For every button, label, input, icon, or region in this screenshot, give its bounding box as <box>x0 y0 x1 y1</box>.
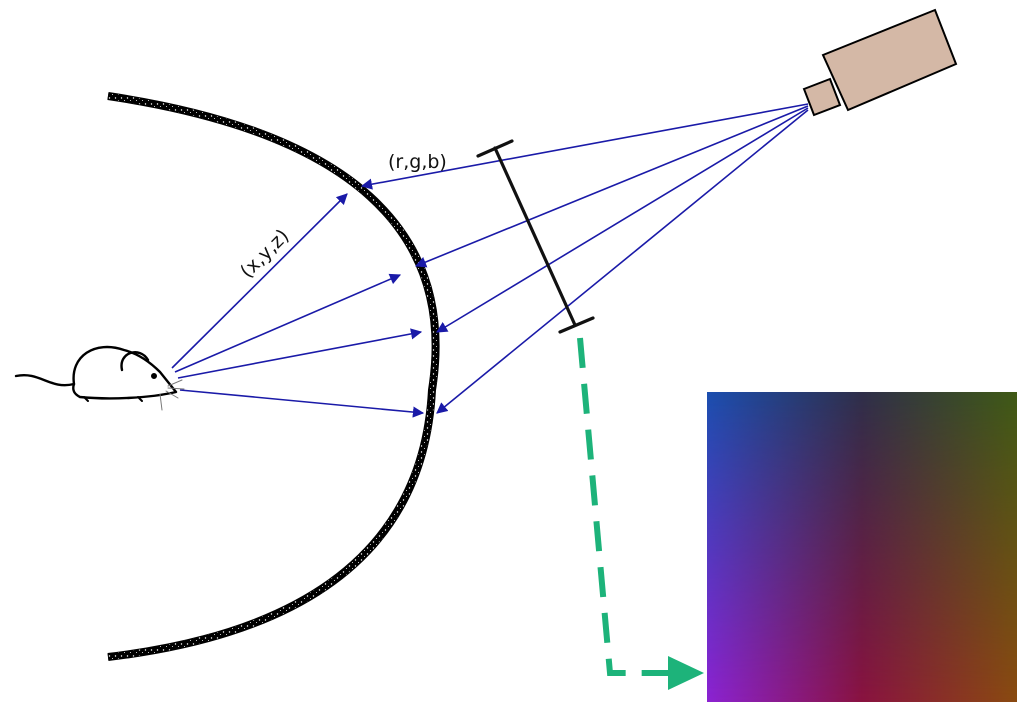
ray-camera-3 <box>436 107 809 333</box>
ray-camera-2 <box>414 105 809 268</box>
camera-rays <box>360 103 809 414</box>
ray-mouse-1 <box>171 193 348 369</box>
camera-icon <box>802 8 958 117</box>
dome-screen <box>107 92 440 661</box>
color-map-image <box>707 392 1017 702</box>
ray-camera-4 <box>436 109 809 414</box>
image-plane <box>476 139 595 334</box>
ray-camera-1 <box>360 103 809 190</box>
ray-mouse-4 <box>179 389 425 418</box>
ray-mouse-3 <box>177 328 423 379</box>
xyz-label: (x,y,z) <box>236 225 294 283</box>
mouse-rays <box>171 193 425 418</box>
dashed-arrowhead <box>668 656 704 690</box>
ray-mouse-2 <box>174 273 402 373</box>
mouse-icon <box>14 345 185 411</box>
dashed-projection-path <box>577 337 704 690</box>
rgb-label: (r,g,b) <box>388 151 447 173</box>
